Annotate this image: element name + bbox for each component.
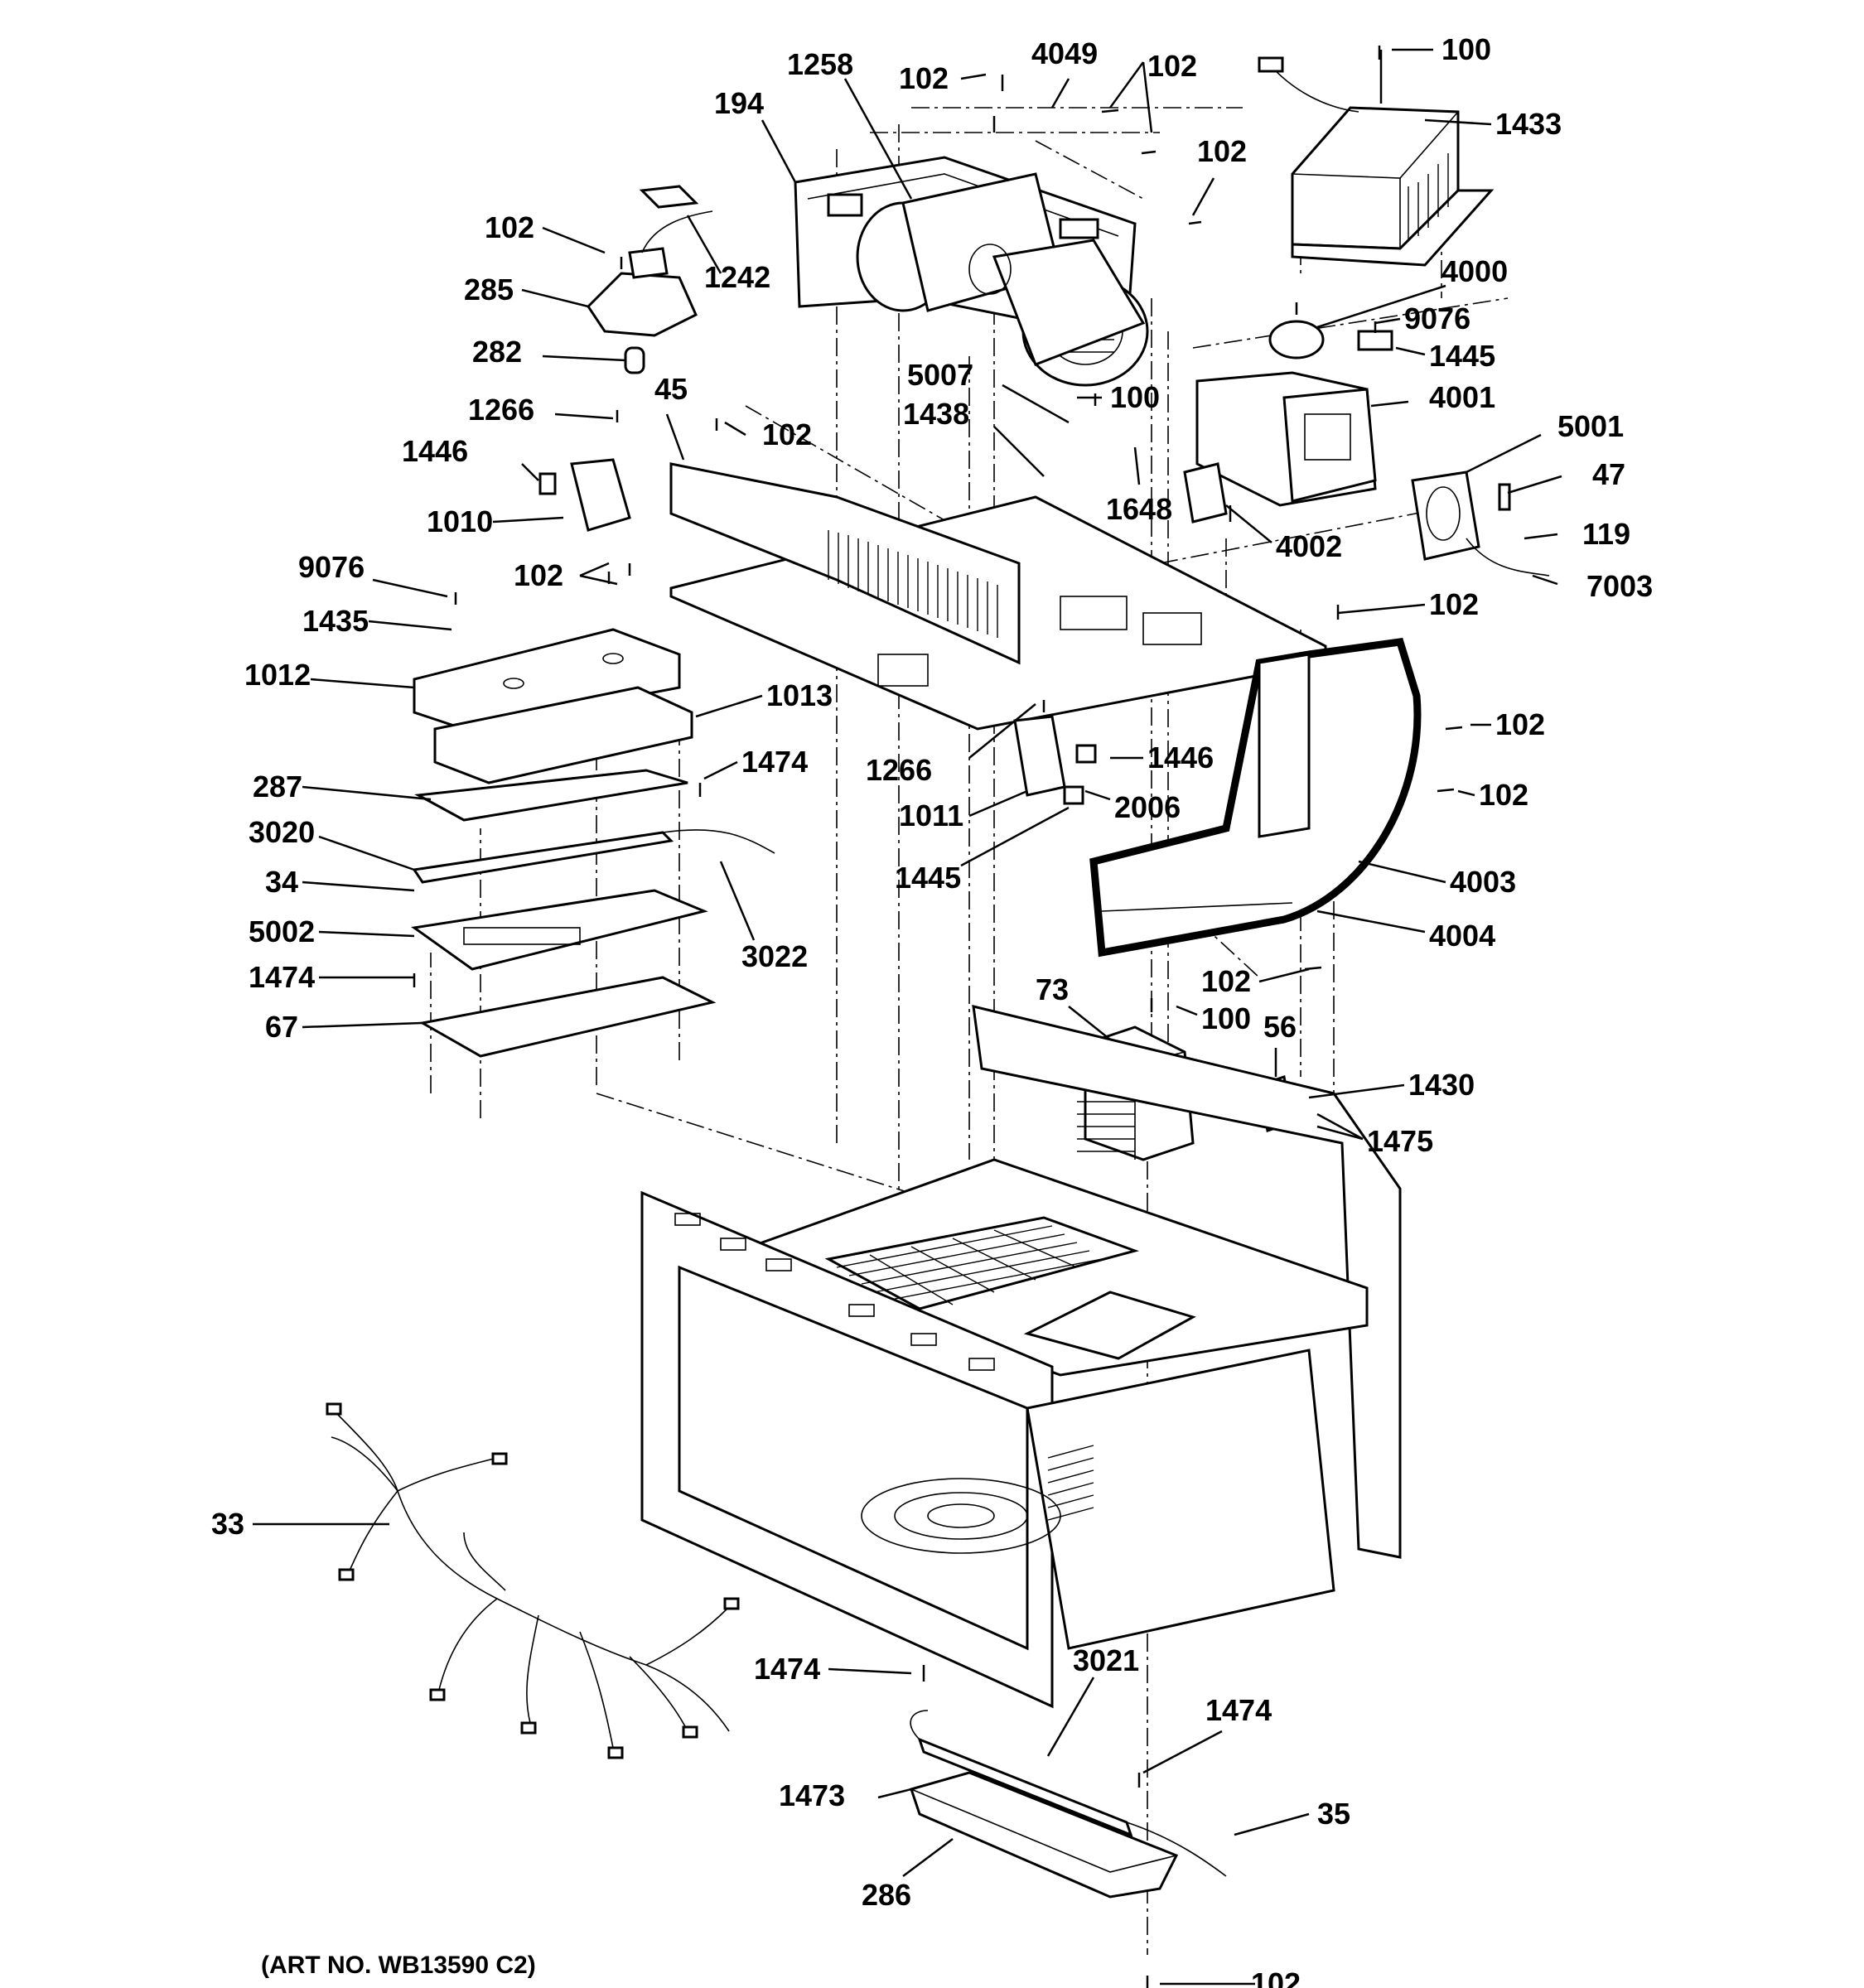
element-287-part xyxy=(414,769,688,822)
callout-1013: 1013 xyxy=(766,678,833,712)
callout-100-top: 100 xyxy=(1441,32,1491,66)
damper-assembly-part xyxy=(1183,320,1393,524)
callout-287: 287 xyxy=(253,770,302,803)
callout-102-i: 102 xyxy=(1479,778,1528,812)
callout-1438: 1438 xyxy=(903,397,969,431)
switch-5001-part xyxy=(1411,470,1550,577)
callout-102-a: 102 xyxy=(899,61,949,95)
callout-102-j: 102 xyxy=(1201,964,1251,998)
callout-4004: 4004 xyxy=(1429,919,1495,953)
heater-cover-1012-part xyxy=(413,628,681,731)
glass-67-part xyxy=(418,976,717,1058)
blower-motor-part xyxy=(856,172,1149,387)
leader-lines xyxy=(253,48,1562,1986)
callout-194: 194 xyxy=(714,86,764,120)
callout-1430: 1430 xyxy=(1408,1068,1475,1102)
callout-1445-c: 1445 xyxy=(895,861,961,895)
callout-1011: 1011 xyxy=(899,799,963,832)
callout-45: 45 xyxy=(654,372,688,406)
callout-9076-l: 9076 xyxy=(298,550,365,584)
tray-1473-part xyxy=(910,1771,1179,1899)
callout-1266-l: 1266 xyxy=(468,393,534,427)
callout-100-mid: 100 xyxy=(1110,380,1160,414)
lamp-socket-part xyxy=(587,185,713,374)
callout-1473: 1473 xyxy=(779,1778,845,1812)
callout-2006: 2006 xyxy=(1114,790,1181,824)
callout-33: 33 xyxy=(211,1507,244,1541)
callout-4001: 4001 xyxy=(1429,380,1495,414)
callout-102-f: 102 xyxy=(514,558,563,592)
callout-1446-l: 1446 xyxy=(402,434,468,468)
callout-102-h: 102 xyxy=(1495,707,1545,741)
callout-1266-c: 1266 xyxy=(866,753,932,787)
callout-4000: 4000 xyxy=(1441,254,1508,288)
callout-1446-c: 1446 xyxy=(1147,741,1214,774)
bottom-heater-part xyxy=(910,1710,1227,1877)
callout-102-e: 102 xyxy=(762,417,812,451)
callout-3020: 3020 xyxy=(249,815,315,849)
switch-1010-part xyxy=(538,458,631,532)
callout-3022: 3022 xyxy=(741,939,808,973)
callout-282: 282 xyxy=(472,335,522,369)
callout-4002: 4002 xyxy=(1276,529,1342,563)
callout-1258: 1258 xyxy=(787,47,853,81)
callout-47: 47 xyxy=(1592,457,1625,491)
callout-1435: 1435 xyxy=(302,604,369,638)
callout-1474-b: 1474 xyxy=(249,960,315,994)
callout-56: 56 xyxy=(1263,1010,1297,1044)
callout-34: 34 xyxy=(265,865,298,899)
callout-1012: 1012 xyxy=(244,658,311,692)
switch-1011-part xyxy=(1013,715,1097,805)
callout-1445-r: 1445 xyxy=(1429,339,1495,373)
callout-5001: 5001 xyxy=(1557,409,1624,443)
element-5002-part xyxy=(411,889,708,971)
art-number: (ART NO. WB13590 C2) xyxy=(261,1952,536,1979)
callout-1475: 1475 xyxy=(1367,1124,1433,1158)
callout-4003: 4003 xyxy=(1450,865,1516,899)
callout-100-low: 100 xyxy=(1201,1001,1251,1035)
transformer-part xyxy=(1258,50,1495,267)
callout-1474-c: 1474 xyxy=(754,1652,820,1686)
callout-1010: 1010 xyxy=(427,504,493,538)
element-3020-part xyxy=(412,829,775,884)
wire-harness-part xyxy=(326,1402,740,1759)
callout-1474-a: 1474 xyxy=(741,745,808,779)
callout-286: 286 xyxy=(862,1878,911,1912)
callout-3021: 3021 xyxy=(1073,1643,1139,1677)
callout-9076-r: 9076 xyxy=(1404,302,1470,335)
callout-102-g: 102 xyxy=(1429,587,1479,621)
callout-5002: 5002 xyxy=(249,914,315,948)
callout-102-c: 102 xyxy=(1197,134,1247,168)
callout-1648: 1648 xyxy=(1106,492,1172,526)
callout-1242: 1242 xyxy=(704,260,770,294)
heater-cover-1013-part xyxy=(433,686,693,784)
callout-labels: 100 1433 4049 102 102 1258 194 102 102 1… xyxy=(211,32,1653,1988)
callout-1474-d: 1474 xyxy=(1205,1693,1272,1727)
callout-1433: 1433 xyxy=(1495,107,1562,141)
screws xyxy=(413,46,1463,1988)
callout-35: 35 xyxy=(1317,1797,1350,1831)
callout-67: 67 xyxy=(265,1010,298,1044)
callout-102-k: 102 xyxy=(1251,1966,1301,1988)
callout-102-b: 102 xyxy=(1147,49,1197,83)
callout-102-d: 102 xyxy=(485,210,534,244)
callout-4049: 4049 xyxy=(1031,36,1098,70)
callout-5007: 5007 xyxy=(907,358,973,392)
duct-part xyxy=(1089,638,1422,958)
callout-285: 285 xyxy=(464,273,514,306)
callout-119: 119 xyxy=(1582,517,1630,551)
callout-7003: 7003 xyxy=(1586,569,1653,603)
oven-cavity-part xyxy=(640,1005,1402,1709)
callout-73: 73 xyxy=(1036,972,1069,1006)
